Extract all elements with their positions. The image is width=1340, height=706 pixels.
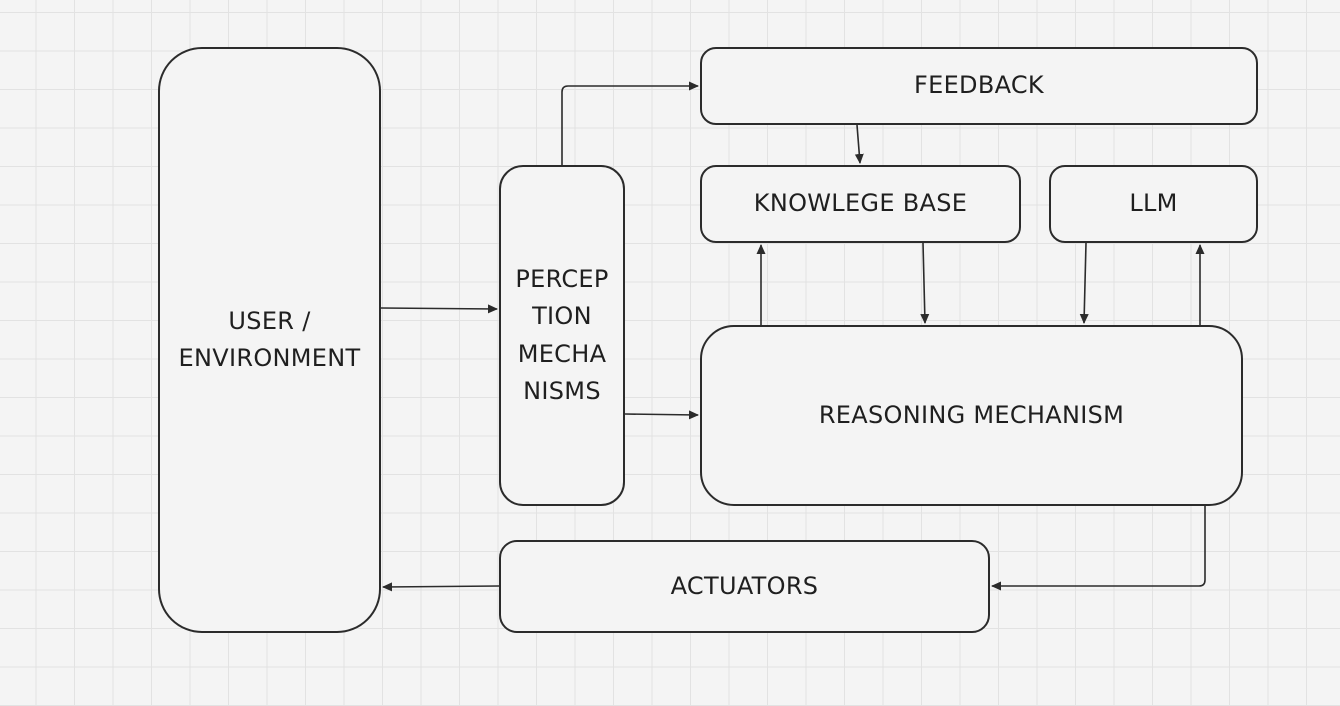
perception-line-1: PERCEP	[515, 265, 609, 294]
llm-label: LLM	[1129, 189, 1178, 218]
arrow-feedback-to-knowledge-base	[854, 124, 864, 164]
actuators-box: ACTUATORS	[499, 540, 990, 633]
user-environment-box: USER / ENVIRONMENT	[158, 47, 381, 633]
arrow-perception-to-reasoning	[624, 410, 699, 420]
llm-box: LLM	[1049, 165, 1258, 243]
feedback-box: FEEDBACK	[700, 47, 1258, 125]
arrow-llm-to-reasoning	[1079, 242, 1089, 324]
perception-line-2: TION	[532, 302, 592, 331]
user-environment-line-2: ENVIRONMENT	[178, 344, 361, 372]
arrow-perception-to-feedback	[561, 81, 699, 165]
perception-line-4: NISMS	[523, 376, 601, 405]
feedback-label: FEEDBACK	[914, 71, 1044, 100]
arrow-knowledge-base-to-reasoning	[920, 242, 930, 324]
reasoning-label: REASONING MECHANISM	[818, 400, 1125, 429]
perception-mechanisms-box: PERCEP TION MECHA NISMS	[499, 165, 625, 506]
arrow-reasoning-to-actuators	[991, 506, 1206, 591]
arrow-actuators-to-user	[382, 582, 500, 592]
actuators-label: ACTUATORS	[670, 571, 819, 600]
arrow-user-to-perception	[380, 304, 498, 314]
perception-line-3: MECHA	[517, 339, 607, 368]
reasoning-mechanism-box: REASONING MECHANISM	[700, 325, 1243, 506]
knowledge-base-box: KNOWLEGE BASE	[700, 165, 1021, 243]
knowledge-base-label: KNOWLEGE BASE	[753, 189, 968, 218]
user-environment-line-1: USER /	[228, 306, 311, 335]
